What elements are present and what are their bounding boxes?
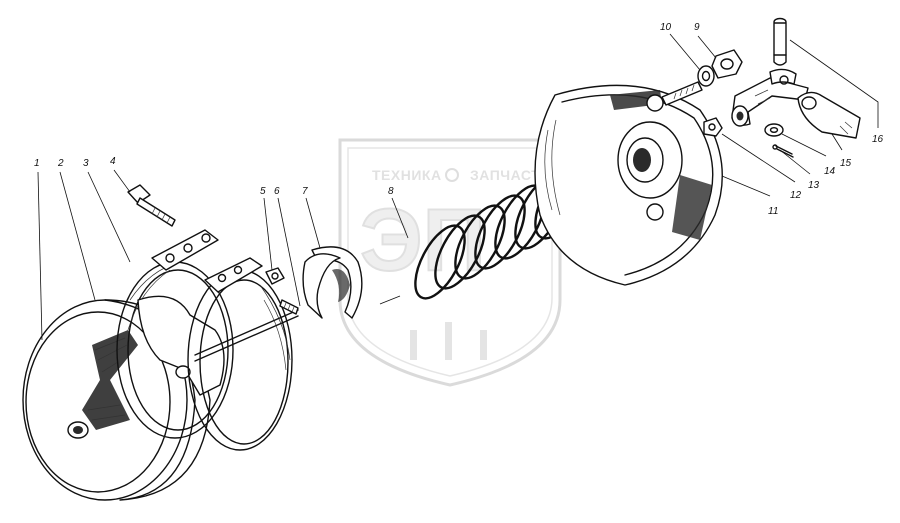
clamp-washer	[302, 246, 363, 319]
watermark-right-text: ЗАПЧАСТИ	[470, 167, 551, 183]
watermark-left-text: ТЕХНИКА	[372, 167, 442, 183]
lever-plate	[797, 91, 861, 139]
part-callouts: 1 2 3 4 5 6 7 8 9 10 11 12 13 14 15 16	[34, 22, 884, 217]
lower-nut	[703, 117, 723, 137]
short-bolt	[279, 299, 299, 315]
gear-icon	[445, 168, 459, 182]
callout-3: 3	[83, 158, 89, 169]
clevis-pin	[773, 17, 787, 66]
wheat-emblem-icon	[410, 322, 487, 360]
callout-11: 11	[768, 206, 778, 217]
callout-4: 4	[110, 156, 116, 167]
top-nut	[711, 49, 743, 79]
callout-8: 8	[388, 186, 394, 197]
callout-7: 7	[302, 186, 308, 197]
shoe-bracket	[151, 229, 263, 293]
callout-6: 6	[274, 186, 280, 197]
leader-lines	[37, 33, 879, 341]
callout-15: 15	[840, 158, 852, 169]
callout-13: 13	[808, 180, 820, 191]
backing-plate	[534, 81, 723, 286]
watermark-logo: ТЕХНИКА ЗАПЧАСТИ ЭП	[338, 138, 562, 387]
top-washer	[697, 65, 715, 87]
callout-16: 16	[872, 134, 884, 145]
callout-2: 2	[57, 158, 64, 169]
callout-9: 9	[694, 22, 700, 33]
callout-5: 5	[260, 186, 266, 197]
callout-1: 1	[34, 158, 40, 169]
washer	[764, 123, 784, 137]
cotter-pin	[772, 144, 794, 158]
callout-12: 12	[790, 190, 802, 201]
callout-10: 10	[660, 22, 672, 33]
bolt	[127, 184, 176, 227]
drum-shaft	[194, 309, 299, 356]
nut	[265, 267, 285, 285]
clevis-yoke	[731, 68, 809, 127]
callout-14: 14	[824, 166, 836, 177]
